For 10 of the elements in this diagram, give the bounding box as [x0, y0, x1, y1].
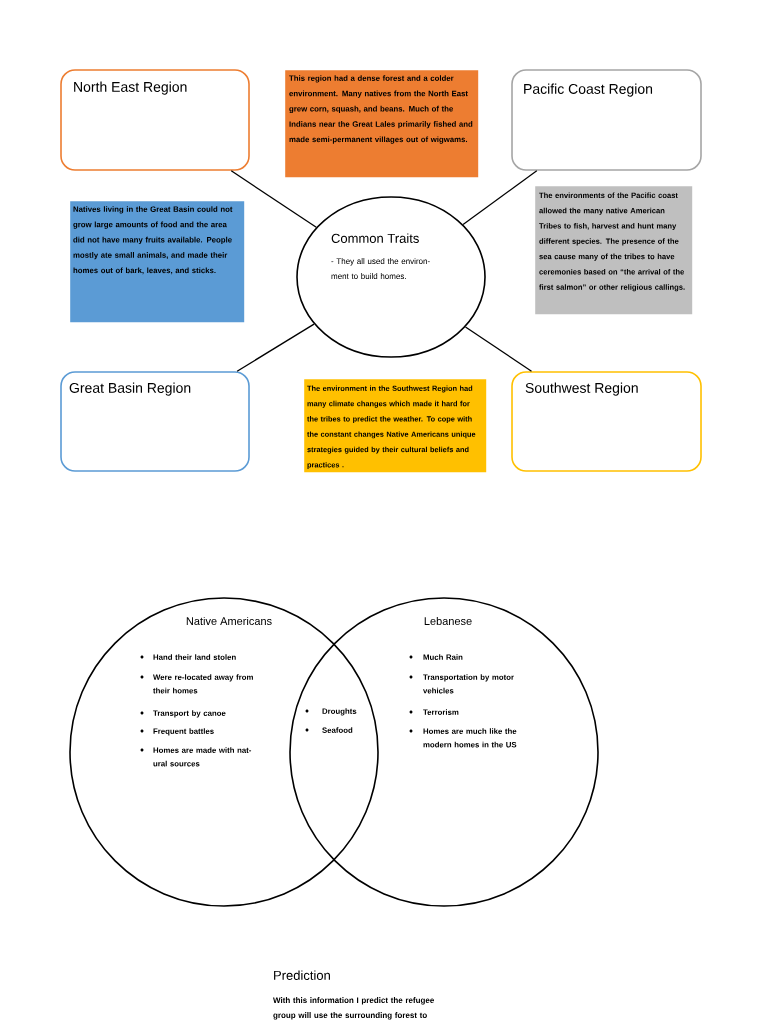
- region-box: Pacific Coast Region: [511, 69, 702, 171]
- region-box: North East Region: [60, 69, 250, 171]
- connector-line: [464, 326, 533, 372]
- connector-line: [236, 323, 315, 372]
- region-box: Great Basin Region: [60, 371, 250, 472]
- heading: Prediction: [274, 970, 330, 980]
- paragraph: With this information I predict the refugee group will use the surrounding forest to: [273, 997, 434, 1020]
- connector-line: [462, 170, 538, 226]
- region-box: Southwest Region: [511, 371, 702, 472]
- connector-line: [230, 170, 317, 228]
